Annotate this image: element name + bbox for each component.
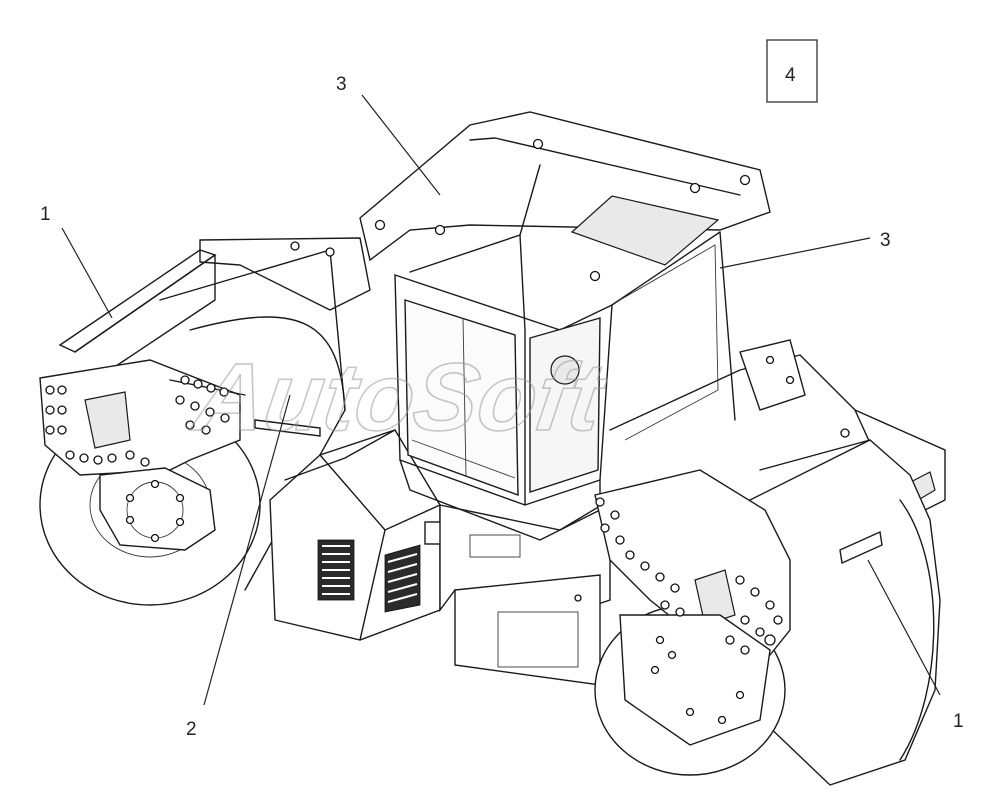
rear-label-plate xyxy=(254,419,321,437)
front-plate-bolts xyxy=(595,497,783,725)
central-chassis xyxy=(439,498,611,686)
engine-hood xyxy=(269,429,442,641)
sheet-number-box: 4 xyxy=(766,39,818,103)
callout-2-bottom-left: 2 xyxy=(186,719,197,740)
callout-labels: 1 1 2 3 3 xyxy=(40,74,964,740)
leader-lines xyxy=(61,94,941,706)
callout-3-right: 3 xyxy=(880,230,891,251)
rear-frame xyxy=(58,237,371,371)
watermark: AutoSoft xyxy=(187,344,613,450)
rear-side-plate xyxy=(39,359,246,476)
sheet-number: 4 xyxy=(785,65,796,86)
engine-grille-right xyxy=(384,544,421,613)
roof-bolts xyxy=(374,138,751,282)
callout-3-top-center: 3 xyxy=(336,74,347,95)
callout-1-bottom-right: 1 xyxy=(953,711,964,732)
engine-grille-left xyxy=(317,539,355,601)
rear-plate-bolts xyxy=(45,375,230,467)
front-frame xyxy=(609,339,946,521)
callout-1-top-left: 1 xyxy=(40,204,51,225)
cab xyxy=(359,111,771,541)
front-side-plate xyxy=(594,469,883,746)
rear-motor-plate xyxy=(99,467,216,551)
